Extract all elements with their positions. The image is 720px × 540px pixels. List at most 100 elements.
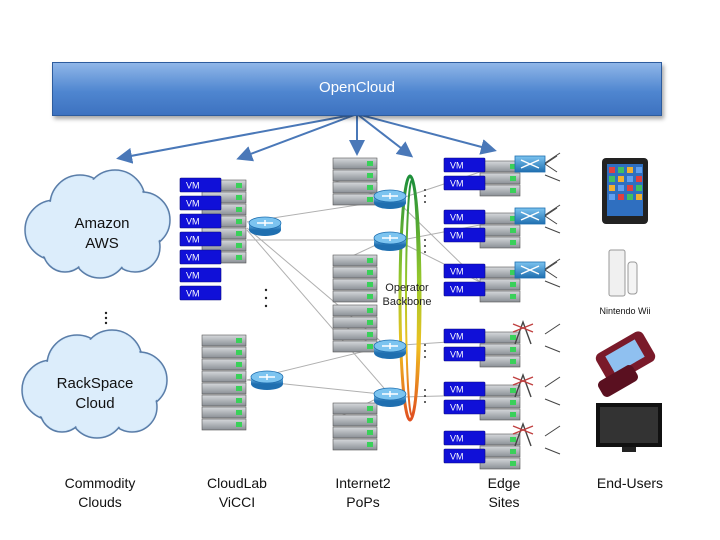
opencloud-banner: OpenCloud [52,62,662,116]
svg-text:VM: VM [186,235,200,245]
server-unit [332,181,378,194]
svg-text:VM: VM [186,253,200,263]
svg-text:VM: VM [450,213,464,223]
svg-text:VM: VM [450,403,464,413]
server-unit [332,438,378,451]
server-unit [479,396,521,409]
ellipsis-dot [424,395,426,397]
server-unit [479,408,521,421]
server-unit [479,343,521,356]
arrow [236,113,358,162]
server-unit [332,157,378,170]
arrow [356,113,414,158]
server-unit [479,445,521,458]
server-unit [332,266,378,279]
column-label-internet2: Internet2 PoPs [335,475,391,510]
vm-badge: VM [443,227,486,243]
link-line [544,226,561,234]
vm-badge: VM [443,209,486,225]
vm-badge: VM [179,285,222,301]
server-unit [332,402,378,415]
svg-text:VM: VM [450,332,464,342]
cell-tower-icon [512,372,534,398]
end-user-devices [595,158,662,452]
vm-badge: VM [179,195,222,211]
link-line [544,280,561,288]
cell-tower-icon [512,319,534,345]
server-unit [332,254,378,267]
link-line [544,152,561,164]
svg-text:VM: VM [186,289,200,299]
clouds [21,169,171,439]
arrow [356,113,497,155]
vm-badge: VM [443,328,486,344]
server-unit [479,266,521,279]
link-line [544,398,561,406]
column-label-edge: Edge Sites [487,475,521,510]
vm-badge: VM [443,157,486,173]
distribution-arrows [116,113,497,164]
server-unit [479,236,521,249]
amazon-aws-label: Amazon AWS [74,215,130,252]
server-unit [332,278,378,291]
ellipsis-dot [424,201,426,203]
link-line [544,447,561,455]
backbone-ring [398,174,422,422]
ellipsis-dot [424,350,426,352]
router-icon [373,231,407,251]
server-unit [479,212,521,225]
ellipsis-dot [424,239,426,241]
router-icon [250,370,284,390]
svg-text:VM: VM [450,434,464,444]
server-unit [201,418,247,431]
operator-backbone-label: Operator Backbone [382,282,432,308]
cloud-shape [24,169,171,279]
ellipsis-dot [104,321,108,325]
server-unit [201,358,247,371]
server-unit [332,328,378,341]
server-unit [332,304,378,317]
svg-text:VM: VM [450,452,464,462]
server-unit [479,184,521,197]
svg-text:VM: VM [186,217,200,227]
routers [248,155,558,447]
svg-text:VM: VM [450,231,464,241]
cloud-shape [21,329,168,439]
server-unit [201,394,247,407]
vm-badge: VM [443,346,486,362]
ellipsis-dot [424,195,426,197]
link-line [544,425,561,437]
ellipsis-dot [424,189,426,191]
server-unit [479,457,521,470]
server-unit [332,426,378,439]
vm-badge: VM [443,381,486,397]
svg-text:VM: VM [186,271,200,281]
vm-badge: VM [443,399,486,415]
server-unit [479,290,521,303]
server-unit [332,290,378,303]
link-line [544,258,561,270]
link-line [544,345,561,353]
server-unit [201,370,247,383]
server-unit [479,433,521,446]
server-unit [332,169,378,182]
link-line [401,224,481,241]
ellipsis-dot [104,311,108,315]
server-unit [201,406,247,419]
vm-badge: VM [443,448,486,464]
svg-text:VM: VM [186,181,200,191]
server-unit [479,172,521,185]
rackspace-cloud-label: RackSpace Cloud [56,375,134,412]
server-unit [332,340,378,353]
vm-badge: VM [443,175,486,191]
ipad-icon [602,158,648,224]
servers [201,157,521,470]
server-unit [201,382,247,395]
column-label-commodity: Commodity Clouds [64,475,136,510]
svg-text:VM: VM [450,179,464,189]
edge-switch-icon [514,155,558,173]
vm-badge: VM [179,267,222,283]
column-label-endusers: End-Users [596,475,664,491]
